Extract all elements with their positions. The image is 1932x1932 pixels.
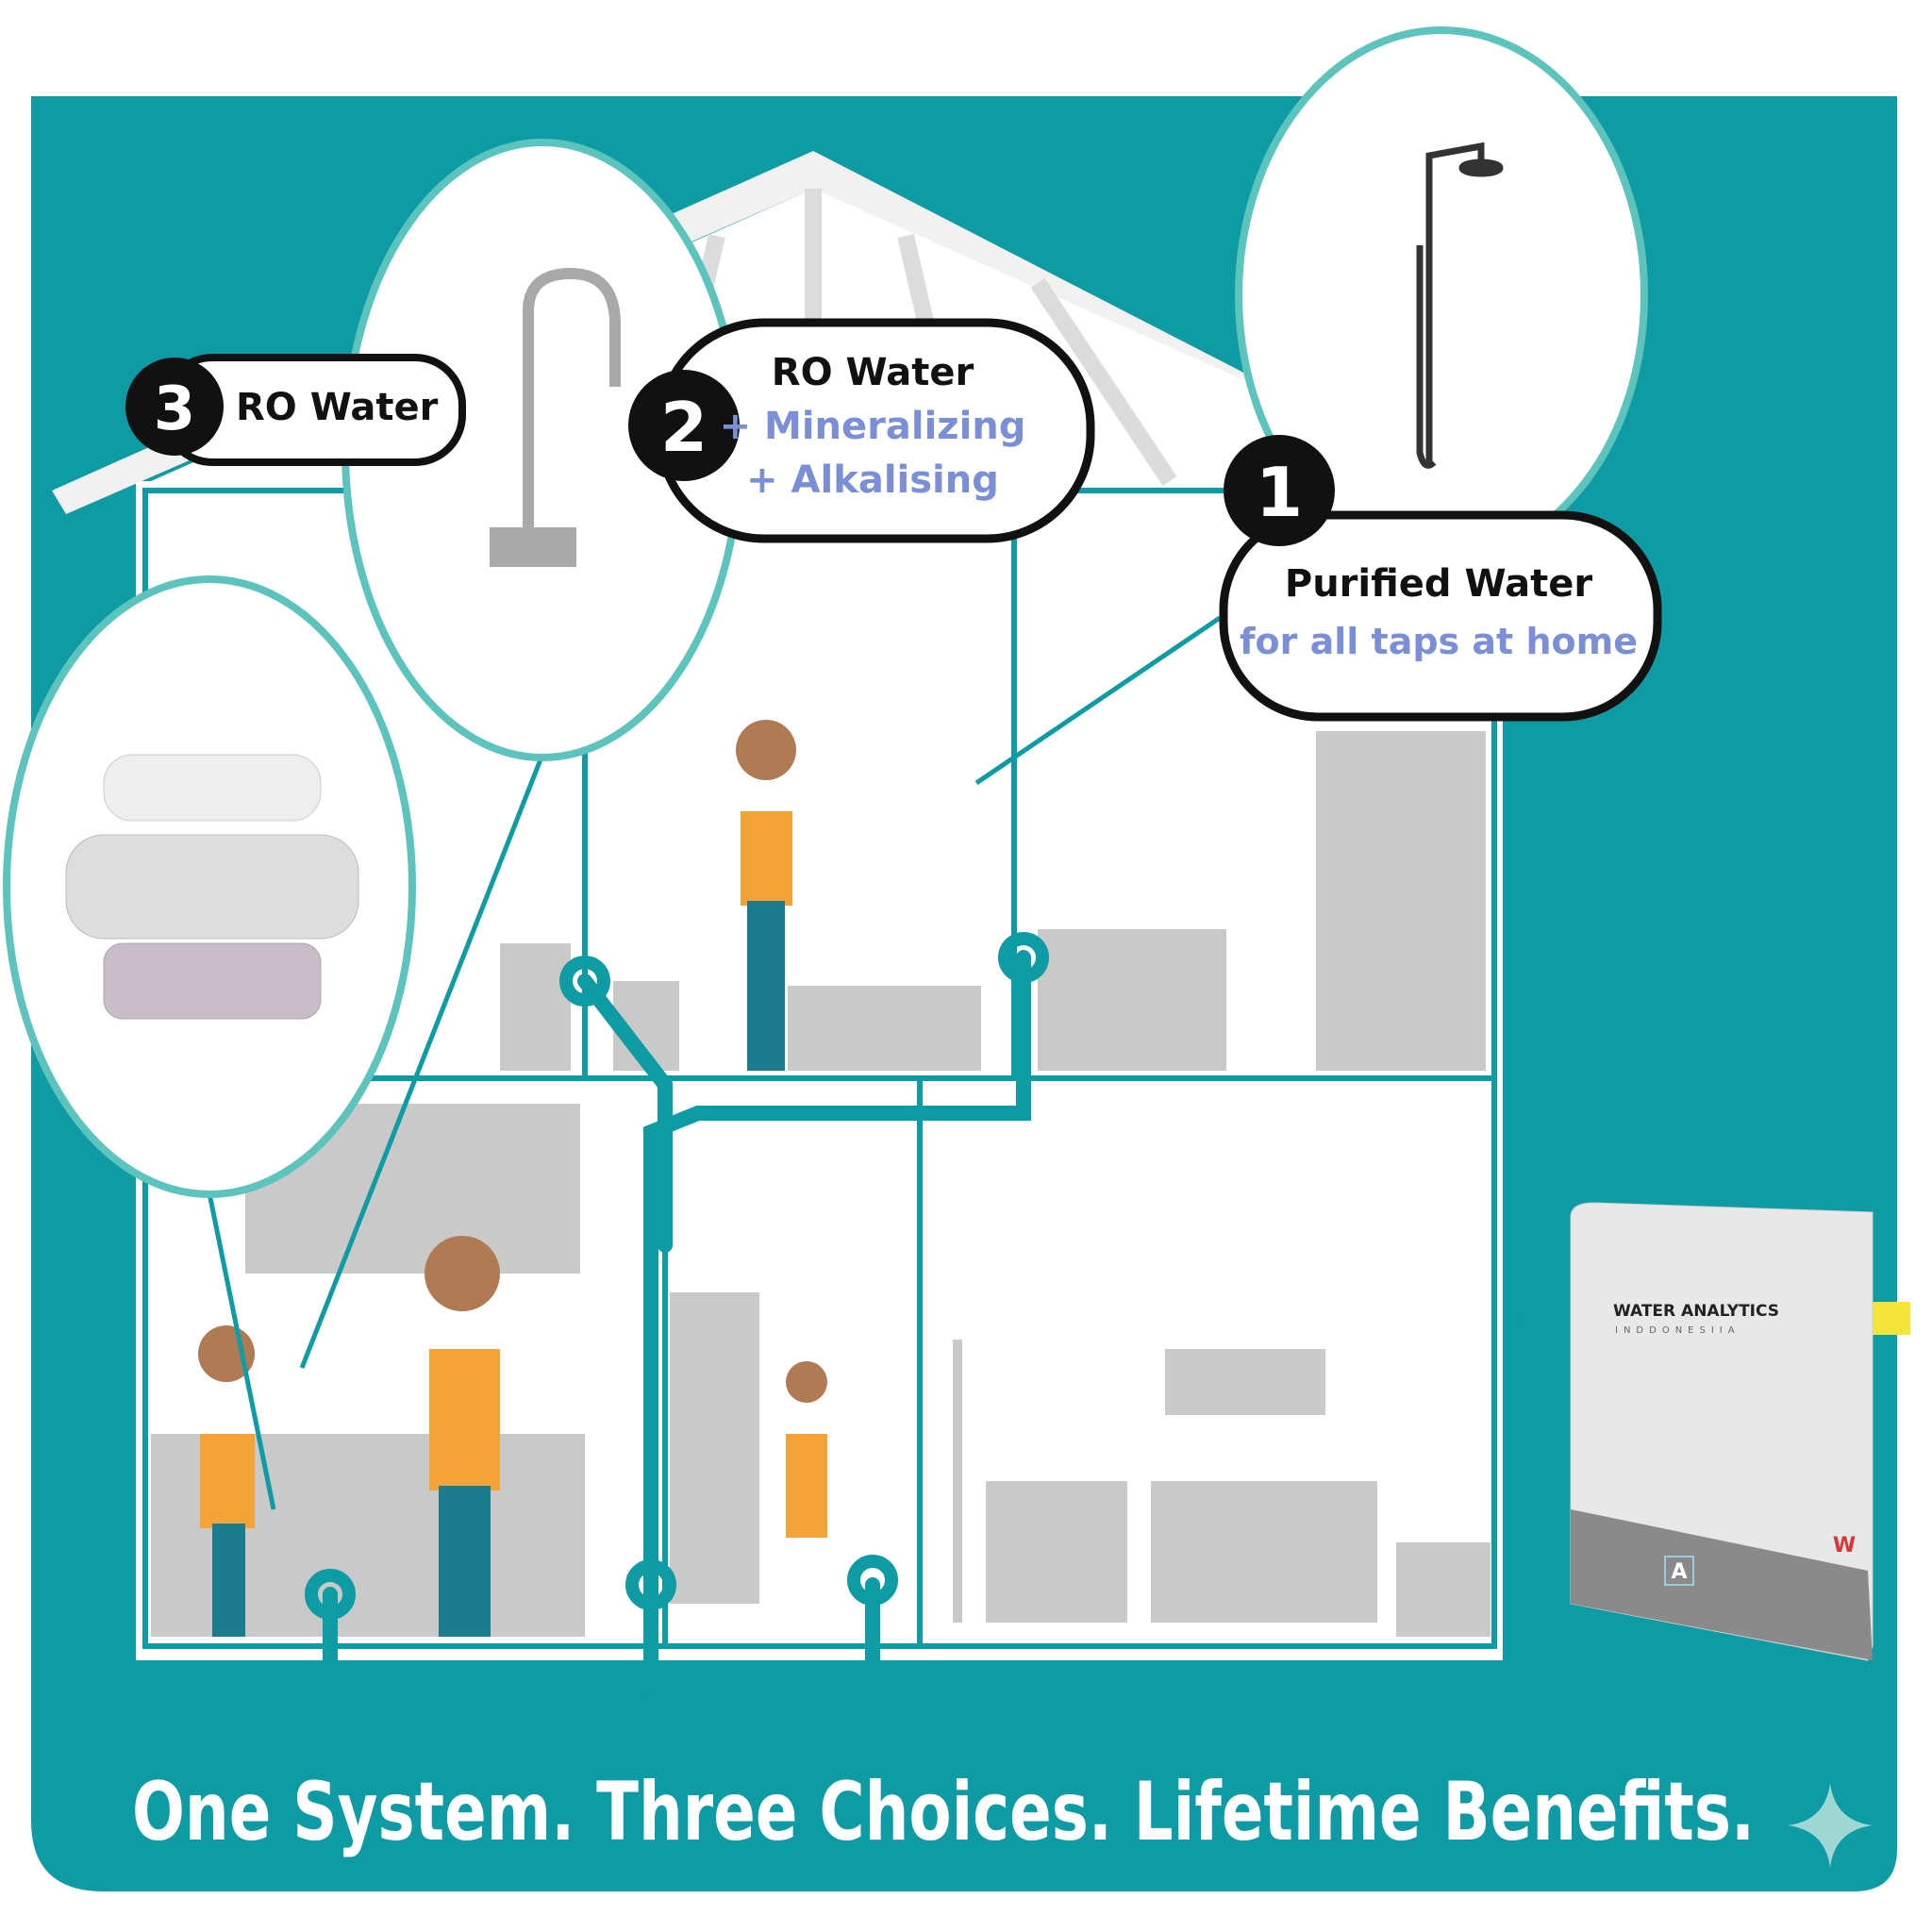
girl xyxy=(786,1361,827,1538)
banner xyxy=(31,1735,1897,1891)
armchair xyxy=(986,1481,1127,1623)
option-3-label: 3 RO Water xyxy=(125,354,466,466)
family-figures xyxy=(198,720,827,1637)
door xyxy=(670,1292,759,1604)
side-table xyxy=(1396,1542,1491,1637)
badge-number: 1 xyxy=(1256,453,1303,532)
nightstand xyxy=(500,943,571,1071)
logo-mark: A xyxy=(1671,1560,1687,1584)
option-line-1: for all taps at home xyxy=(1240,621,1638,662)
sofa xyxy=(1151,1481,1377,1623)
brand-name: WATER ANALYTICS xyxy=(1613,1302,1779,1321)
watermark-badge: W xyxy=(1833,1534,1856,1557)
sparkle-icon xyxy=(1788,1783,1873,1868)
option-1-label: 1 Purified Water for all taps at home xyxy=(1219,435,1662,722)
wardrobe xyxy=(1316,731,1486,1071)
shelf xyxy=(1165,1349,1325,1415)
floor-lamp xyxy=(953,1340,962,1623)
banner-tagline: One System. Three Choices. Lifetime Bene… xyxy=(132,1765,1755,1859)
faucet-icon xyxy=(490,267,621,567)
shower-icon xyxy=(1416,142,1504,469)
option-title: RO Water xyxy=(236,386,439,429)
option-title: RO Water xyxy=(772,351,974,394)
badge-number: 3 xyxy=(154,375,196,444)
pointer-lines xyxy=(207,615,1222,1510)
brand-sub: INDDONESIIA xyxy=(1615,1325,1740,1336)
woman-upstairs xyxy=(736,720,796,1071)
boy xyxy=(198,1325,255,1637)
badge-number: 2 xyxy=(660,388,708,467)
bathtub xyxy=(788,986,981,1071)
option-title: Purified Water xyxy=(1285,562,1593,606)
option-line-1: + Mineralizing xyxy=(720,405,1026,448)
pipe-outlets xyxy=(305,932,1049,1620)
bed xyxy=(1038,929,1226,1071)
option-line-2: + Alkalising xyxy=(746,458,999,502)
ro-filter-icon xyxy=(65,754,359,1020)
furniture-silhouettes xyxy=(151,731,1491,1637)
water-analytics-unit: WATER ANALYTICS INDDONESIIA A W xyxy=(1570,1202,1910,1661)
option-2-label: 2 RO Water + Mineralizing + Alkalising xyxy=(628,318,1095,543)
man xyxy=(425,1236,500,1637)
